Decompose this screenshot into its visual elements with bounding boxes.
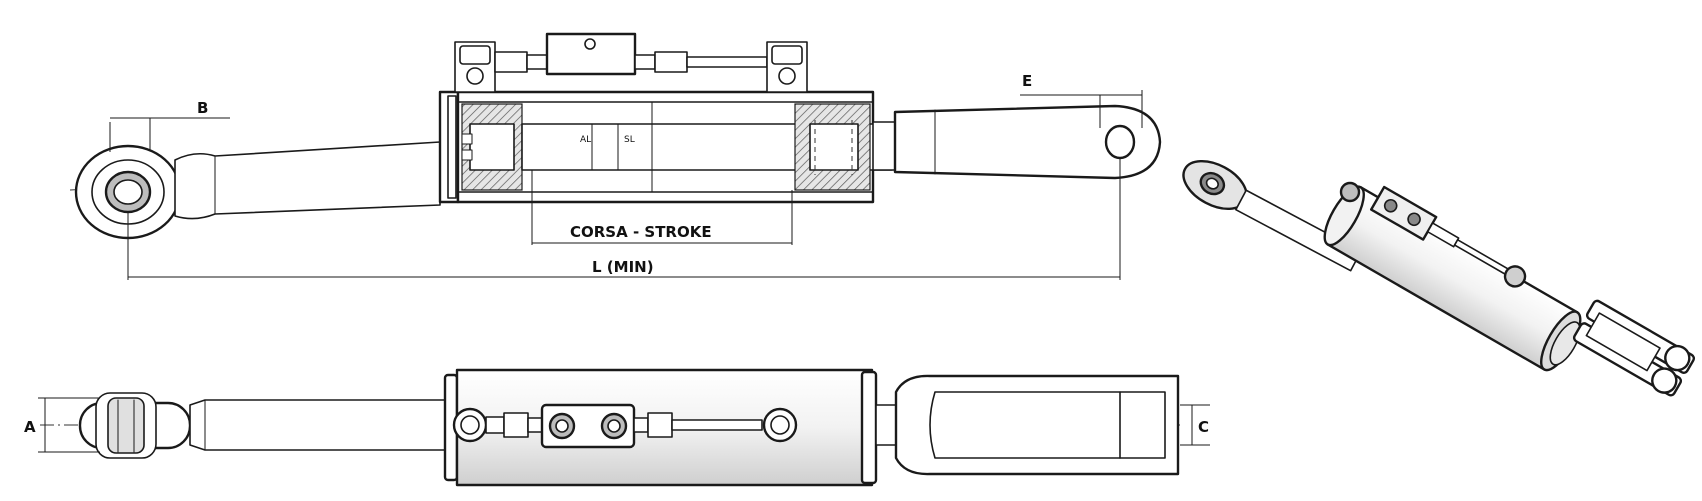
side-section-view: AL SL B xyxy=(69,32,1162,280)
ball-joint-eye xyxy=(74,144,182,240)
top-view: A C xyxy=(24,368,1210,487)
isometric-view xyxy=(1182,159,1696,397)
valve-block-top xyxy=(454,32,808,93)
dimension-c-label: C xyxy=(1198,418,1209,436)
stroke-label: CORSA - STROKE xyxy=(570,223,712,241)
length-min-label: L (MIN) xyxy=(592,258,654,276)
dimension-e-label: E xyxy=(1022,72,1032,90)
dimension-b-label: B xyxy=(197,99,208,117)
sl-label: SL xyxy=(624,135,635,145)
dimension-a-label: A xyxy=(24,418,36,436)
al-label: AL xyxy=(580,135,591,145)
